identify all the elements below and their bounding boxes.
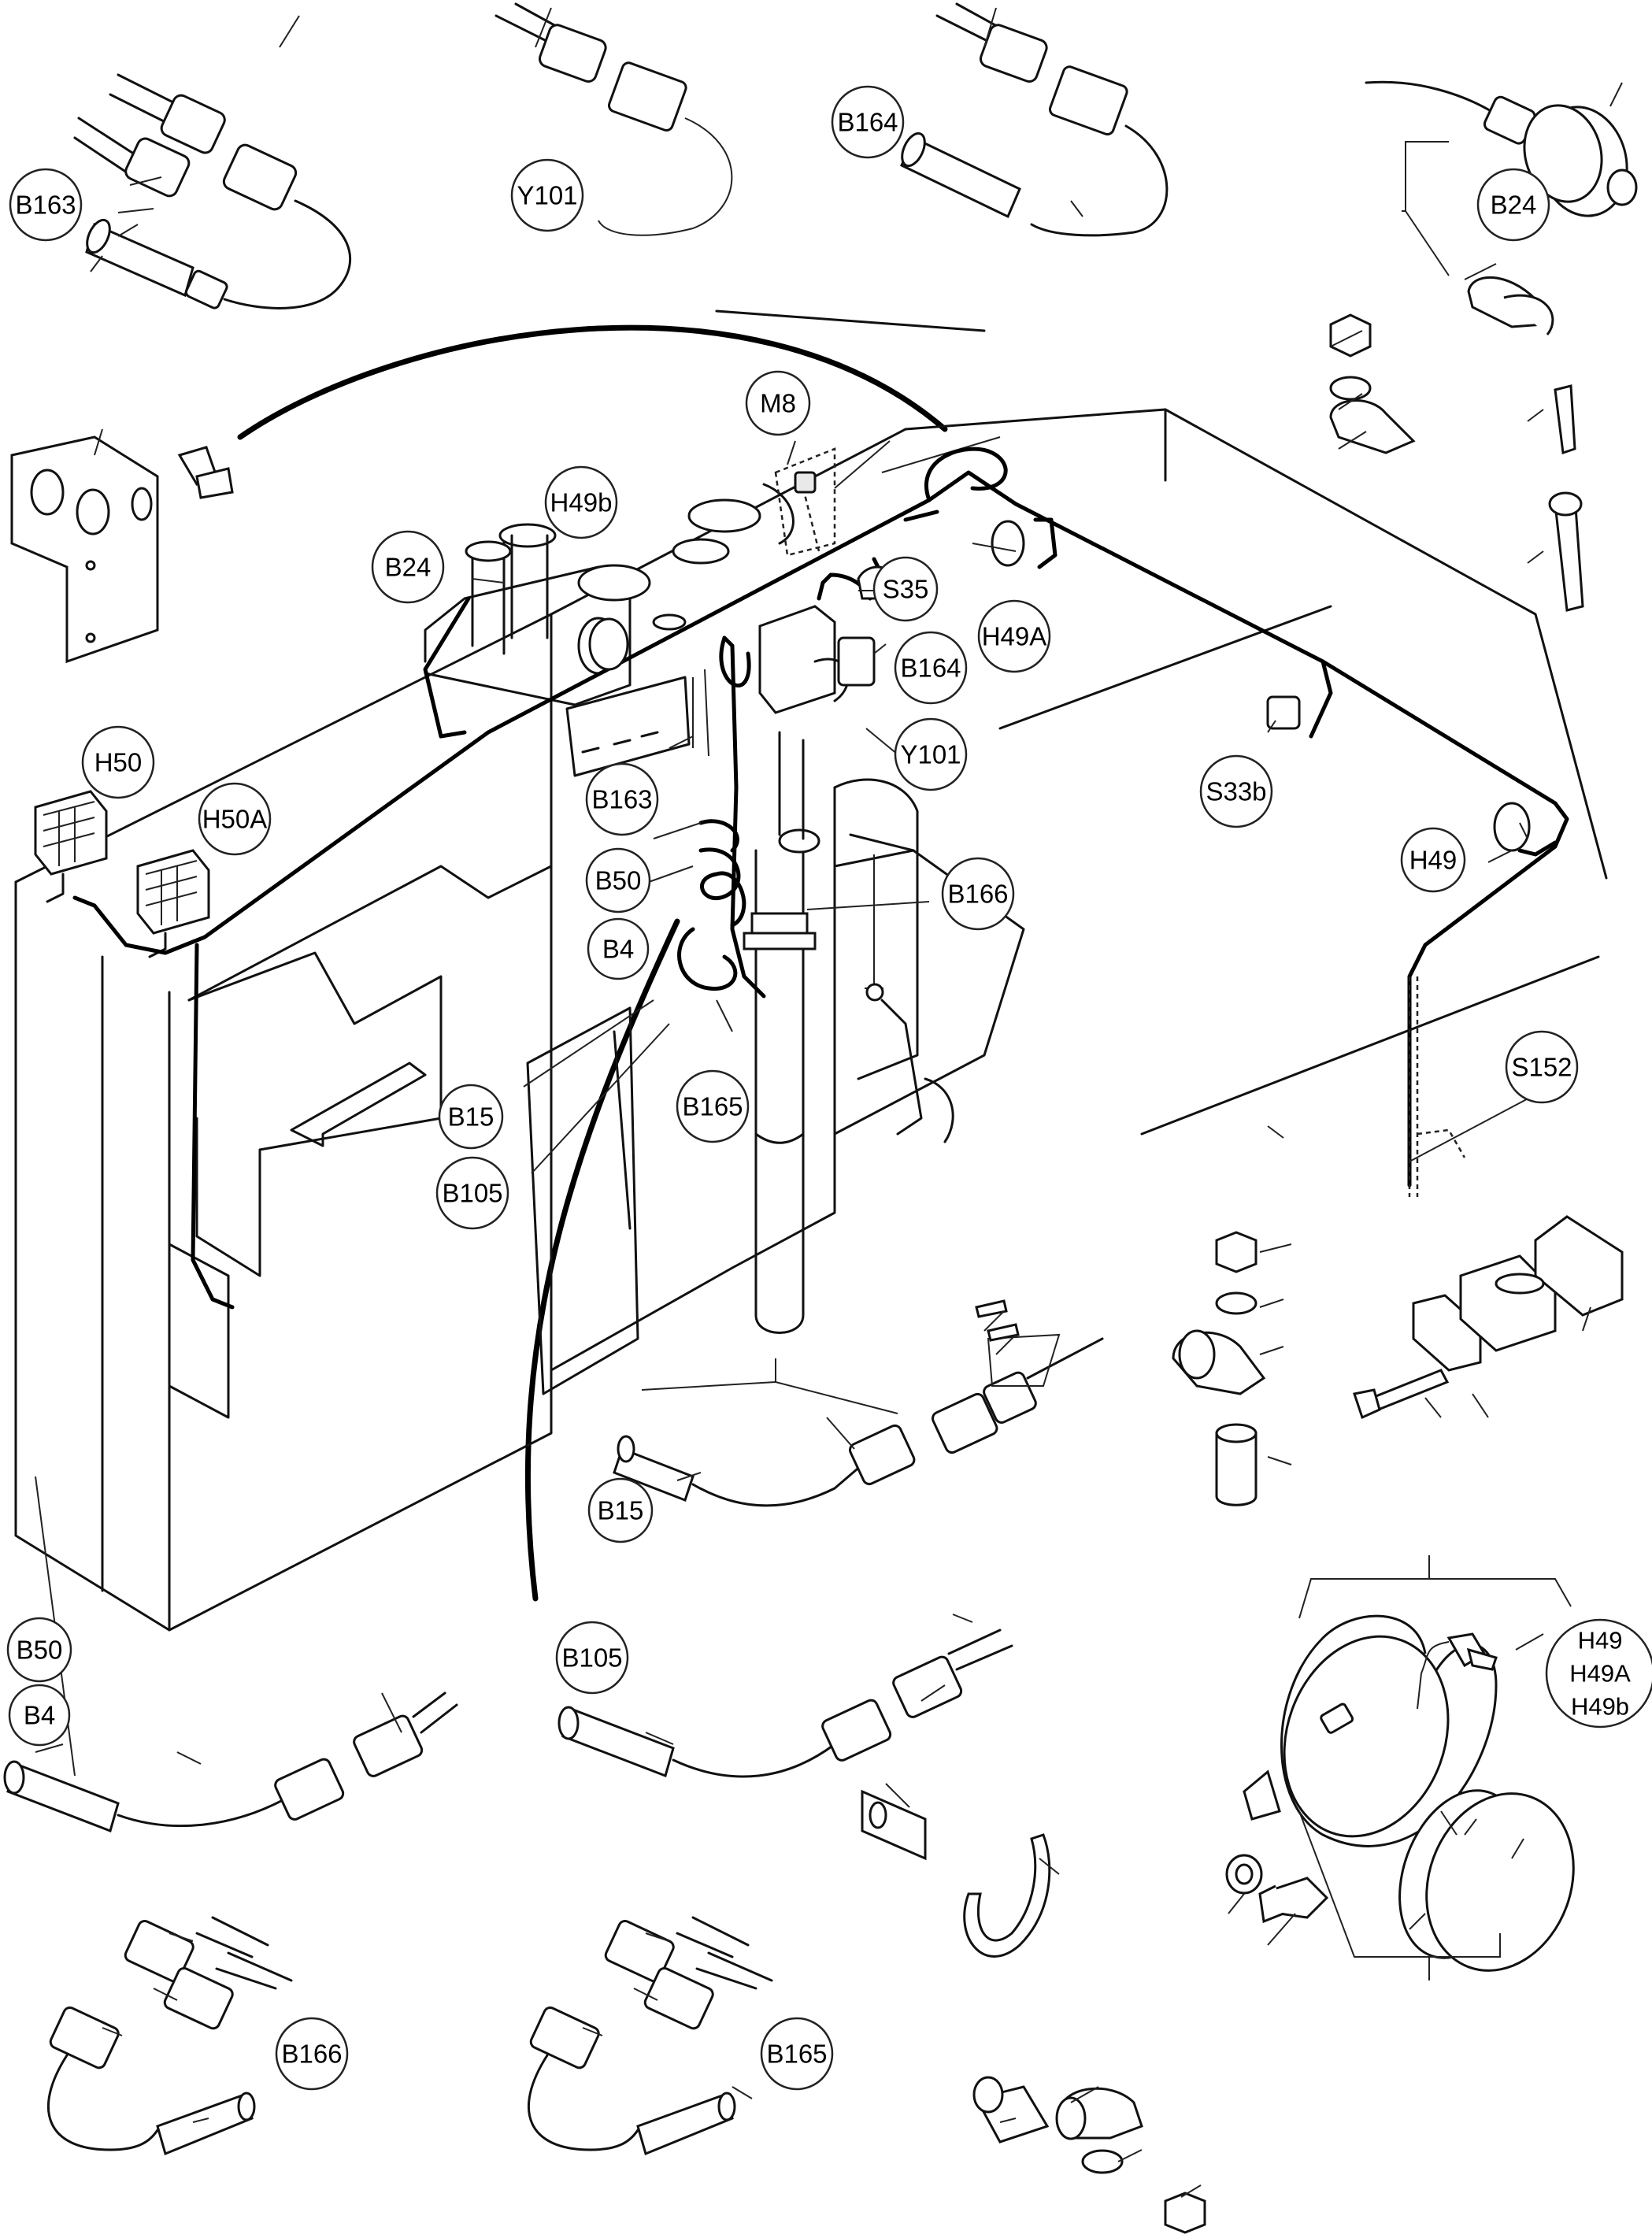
b164-sensor-detail <box>900 2 1169 237</box>
callout-b166: B166 <box>941 857 1015 931</box>
callout-b15: B15 <box>438 1084 504 1150</box>
callout-b164-top: B164 <box>831 85 905 159</box>
callout-b24: B24 <box>371 530 445 604</box>
callout-s33b: S33b <box>1199 754 1273 828</box>
callout-b165-detail: B165 <box>760 2017 834 2091</box>
clamp-assembly-detail <box>1172 1215 1624 1506</box>
callout-b163: B163 <box>585 762 659 836</box>
callout-m8: M8 <box>745 370 811 436</box>
callout-b164: B164 <box>894 631 968 705</box>
callout-b24-top: B24 <box>1476 168 1550 242</box>
callout-label-s152: S152 <box>1511 1053 1572 1082</box>
callout-h50a: H50A <box>198 782 272 856</box>
callout-label-b4: B4 <box>602 935 634 964</box>
callout-s35: S35 <box>872 556 939 622</box>
callout-label-b50-detail: B50 <box>17 1636 63 1665</box>
callout-b166-detail: B166 <box>275 2017 349 2091</box>
callout-label-s35: S35 <box>883 575 929 604</box>
callout-label-b164-top: B164 <box>837 108 898 137</box>
callout-label-b15-detail: B15 <box>598 1496 644 1525</box>
b166-sensor-detail <box>46 1916 293 2156</box>
b50-b4-sensor-detail <box>3 1691 458 1832</box>
horn-h49a <box>991 520 1025 567</box>
callout-b4: B4 <box>587 917 650 980</box>
mounting-bracket <box>10 435 234 664</box>
horn-assembly-detail <box>1225 1555 1575 1980</box>
b105-sensor-detail <box>557 1628 1051 1958</box>
callout-b4-detail: B4 <box>8 1684 71 1747</box>
callout-label-b164: B164 <box>900 654 961 683</box>
callout-b15-detail: B15 <box>587 1477 654 1543</box>
callout-label-s33b: S33b <box>1206 777 1266 806</box>
callout-h49b: H49b <box>544 465 618 539</box>
callout-label-b163-top: B163 <box>15 191 76 220</box>
horn-h49 <box>1493 802 1531 852</box>
callout-b50-detail: B50 <box>6 1617 72 1683</box>
callout-label-b50: B50 <box>595 866 642 895</box>
callout-b165: B165 <box>676 1069 750 1143</box>
b165-sensor-detail <box>527 1916 773 2156</box>
horn-h49b <box>588 617 629 671</box>
callout-label-h49-group-3: H49b <box>1571 1693 1629 1721</box>
callout-label-b4-detail: B4 <box>24 1701 55 1730</box>
callout-label-b165-detail: B165 <box>766 2040 827 2069</box>
callout-b50: B50 <box>585 847 651 913</box>
connector-arc-lower <box>524 918 680 1602</box>
callout-label-b166: B166 <box>947 880 1008 909</box>
callout-b105: B105 <box>435 1156 509 1230</box>
wiring-harness <box>72 446 1569 1310</box>
callout-label-y101: Y101 <box>900 740 961 769</box>
callout-label-h50: H50 <box>94 748 143 777</box>
leader-lines <box>35 7 1623 2198</box>
callout-label-h49a: H49A <box>982 622 1047 651</box>
callout-s152: S152 <box>1505 1030 1579 1104</box>
callout-b163-top: B163 <box>9 168 83 242</box>
callout-label-b166-detail: B166 <box>281 2040 342 2069</box>
callout-label-h50a: H50A <box>202 805 268 834</box>
callout-h50: H50 <box>81 725 155 799</box>
callout-label-h49: H49 <box>1409 846 1458 875</box>
callout-h49-group: H49 H49A H49b <box>1545 1618 1652 1729</box>
top-assembly <box>424 447 876 777</box>
callout-label-h49b: H49b <box>550 488 613 517</box>
nut-icon <box>1329 313 1416 454</box>
y101-valve-detail <box>494 2 733 236</box>
machine-frame <box>14 309 1608 1632</box>
callout-y101-top: Y101 <box>510 158 584 232</box>
callout-label-b105: B105 <box>442 1179 502 1208</box>
callout-b105-detail: B105 <box>555 1621 629 1695</box>
callout-label-b163: B163 <box>591 785 652 814</box>
work-light-h50 <box>34 790 108 903</box>
callout-h49: H49 <box>1400 827 1466 893</box>
callout-label-m8: M8 <box>760 389 796 418</box>
work-light-h50a <box>136 849 210 958</box>
callout-y101: Y101 <box>894 717 968 791</box>
b15-sensor-detail <box>613 1299 1104 1507</box>
callout-label-b165: B165 <box>682 1092 743 1121</box>
callout-label-b105-detail: B105 <box>561 1643 622 1673</box>
motor-m8 <box>794 471 817 494</box>
callout-h49a: H49A <box>977 599 1051 673</box>
callout-label-b24-top: B24 <box>1491 191 1537 220</box>
b24-sensor-detail <box>1329 80 1638 612</box>
vertical-pipe <box>743 731 820 1334</box>
callout-label-b15: B15 <box>448 1102 494 1132</box>
connector-arc-upper <box>237 324 948 440</box>
bottom-clamp-detail <box>972 2076 1206 2234</box>
callout-label-h49-group-1: H49 <box>1578 1627 1623 1654</box>
b163-sensor-detail <box>73 73 351 309</box>
callout-label-b24: B24 <box>385 553 432 582</box>
callout-label-y101-top: Y101 <box>517 181 577 210</box>
callout-label-h49-group-2: H49A <box>1569 1660 1631 1688</box>
switch-s33b <box>1266 695 1301 730</box>
